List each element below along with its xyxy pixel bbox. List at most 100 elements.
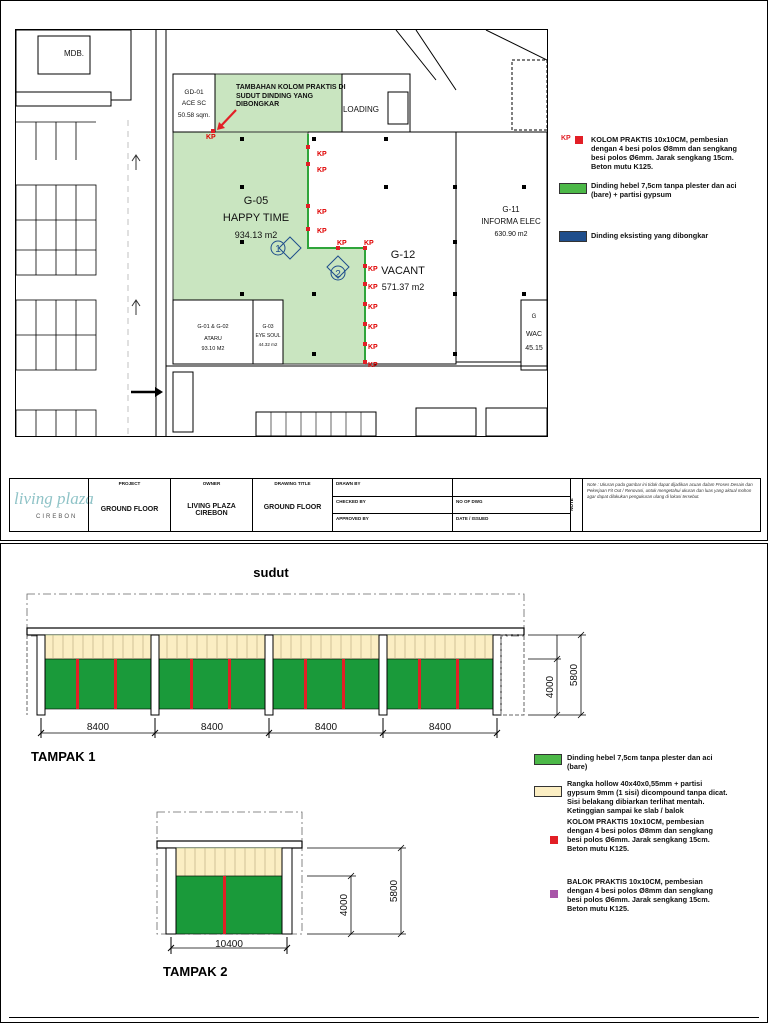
tampak1-dim-1: 8400: [87, 722, 110, 733]
mdb-label: MDB.: [64, 49, 84, 58]
svg-text:2: 2: [335, 269, 341, 280]
legend2-rangka-text: Rangka hollow 40x40x0,55mm + partisi gyp…: [567, 779, 728, 815]
gd01-area: 50.58 sqm.: [178, 112, 210, 119]
drawn-by-cell: DRAWN BY: [332, 479, 452, 497]
kp-label: KP: [364, 240, 374, 247]
floor-plan-sheet: 1 2 KP KP KP KP KP KP KP KP KP KP KP KP …: [0, 0, 768, 541]
g12-area: 571.37 m2: [382, 282, 425, 292]
legend-eksisting-text: Dinding eksisting yang dibongkar: [591, 231, 709, 240]
tampak2-title: TAMPAK 2: [163, 964, 228, 979]
project-cell: PROJECT GROUND FLOOR: [88, 479, 170, 531]
tampak2-dim: 10400: [215, 939, 243, 950]
tampak2-h2: 5800: [389, 879, 400, 902]
note-label: NOTE: [568, 498, 574, 511]
elevation-sheet: 8400 8400 8400 8400 4000 5800 sudut TAMP…: [0, 543, 768, 1023]
legend2-kolom-text: KOLOM PRAKTIS 10x10CM, pembesian dengan …: [567, 817, 713, 853]
tampak2-h1: 4000: [339, 893, 350, 916]
drawing-title-value: GROUND FLOOR: [263, 504, 322, 511]
gd01-name: ACE SC: [182, 100, 207, 107]
g11-area: 630.90 m2: [494, 231, 527, 238]
date-issued-cell: DATE / ISSUED: [452, 514, 570, 531]
section-marker-1: 1: [270, 236, 302, 260]
g12-code: G-12: [391, 249, 415, 261]
logo-text: living plaza: [14, 489, 94, 508]
owner-value: LIVING PLAZA CIREBON: [187, 503, 236, 517]
sudut-label: sudut: [253, 565, 289, 580]
blank-cell: [452, 479, 570, 497]
g11-code: G-11: [502, 205, 520, 214]
logo-subtext: CIREBON: [36, 514, 78, 520]
legend-kp-swatch: [575, 136, 583, 144]
section-marker-2: 2: [326, 255, 350, 281]
loading-label: LOADING: [343, 105, 379, 114]
kp-label: KP: [317, 209, 327, 216]
legend-kolom-praktis-text: KOLOM PRAKTIS 10x10CM, pembesian dengan …: [591, 135, 737, 171]
drawing-title-header: DRAWING TITLE: [274, 481, 311, 486]
owner-header: OWNER: [202, 481, 221, 486]
kp-label: KP: [317, 151, 327, 158]
g01-name: ATARU: [204, 336, 222, 342]
g05-name: HAPPY TIME: [223, 212, 289, 224]
g01-area: 93.10 M2: [202, 346, 225, 352]
checked-by-label: CHECKED BY: [336, 499, 366, 504]
kp-label: KP: [368, 344, 378, 351]
approved-by-label: APPROVED BY: [336, 516, 369, 521]
tampak1-dim-3: 8400: [315, 722, 338, 733]
svg-text:1: 1: [275, 244, 281, 255]
kp-label: KP: [368, 304, 378, 311]
title-block-partial: [9, 1017, 759, 1023]
annotation-tambahan-kolom: TAMBAHAN KOLOM PRAKTIS DI SUDUT DINDING …: [236, 84, 346, 108]
g03-area: 44.32 m2: [259, 342, 278, 347]
drawn-by-label: DRAWN BY: [336, 481, 361, 486]
legend2-hebel-swatch: [534, 754, 562, 765]
kp-label: KP: [368, 266, 378, 273]
wac-area: 45.15: [525, 345, 543, 352]
legend2-balok-swatch: [550, 890, 558, 898]
g03-code: G-03: [262, 324, 273, 330]
kp-label: KP: [317, 167, 327, 174]
kp-label: KP: [317, 228, 327, 235]
floor-plan-svg: 1 2 KP KP KP KP KP KP KP KP KP KP KP KP …: [16, 30, 547, 436]
legend2-balok-text: BALOK PRAKTIS 10x10CM, pembesian dengan …: [567, 877, 713, 913]
kp-label: KP: [368, 284, 378, 291]
legend-hebel-text: Dinding hebel 7,5cm tanpa plester dan ac…: [591, 181, 737, 199]
kp-label: KP: [206, 134, 216, 141]
wac-code: G: [532, 314, 537, 320]
checked-by-cell: CHECKED BY: [332, 497, 452, 514]
floor-plan-drawing: 1 2 KP KP KP KP KP KP KP KP KP KP KP KP …: [15, 29, 548, 437]
tampak1-title: TAMPAK 1: [31, 749, 96, 764]
legend-eksisting-swatch: [559, 231, 587, 242]
title-block: living plaza CIREBON PROJECT GROUND FLOO…: [9, 478, 761, 532]
tampak1-h2: 5800: [569, 663, 580, 686]
kp-label: KP: [368, 362, 378, 369]
project-value: GROUND FLOOR: [100, 506, 159, 513]
g05-code: G-05: [244, 195, 268, 207]
approved-by-cell: APPROVED BY: [332, 514, 452, 531]
legend2-kolom-swatch: [550, 836, 558, 844]
note-cell: Note : Ukuran pada gambar ini tidak dapa…: [582, 479, 760, 531]
legend2-rangka-swatch: [534, 786, 562, 797]
g03-name: EYE SOUL: [255, 333, 280, 339]
legend-kp-marker: KP: [561, 135, 571, 142]
owner-cell: OWNER LIVING PLAZA CIREBON: [170, 479, 252, 531]
date-issued-label: DATE / ISSUED: [456, 516, 489, 521]
legend-hebel-swatch: [559, 183, 587, 194]
drawing-title-cell: DRAWING TITLE GROUND FLOOR: [252, 479, 332, 531]
elevation-svg: 8400 8400 8400 8400 4000 5800 sudut TAMP…: [26, 565, 586, 979]
tampak1-h1: 4000: [545, 675, 556, 698]
tampak1-dim-2: 8400: [201, 722, 224, 733]
no-dwg-label: NO OF DWG: [456, 499, 483, 504]
gd01-code: GD-01: [184, 89, 204, 96]
g12-name: VACANT: [381, 265, 425, 277]
tampak1-bays: [44, 634, 494, 710]
tampak1-dim-4: 8400: [429, 722, 452, 733]
wac-name: WAC: [526, 331, 542, 338]
g01-code: G-01 & G-02: [197, 324, 228, 330]
g11-name: INFORMA ELEC: [481, 217, 541, 226]
legend2-hebel-text: Dinding hebel 7,5cm tanpa plester dan ac…: [567, 753, 713, 771]
kp-label: KP: [337, 240, 347, 247]
note-text: Note : Ukuran pada gambar ini tidak dapa…: [587, 482, 753, 499]
kp-label: KP: [368, 324, 378, 331]
no-dwg-cell: NO OF DWG: [452, 497, 570, 514]
project-header: PROJECT: [118, 481, 141, 486]
